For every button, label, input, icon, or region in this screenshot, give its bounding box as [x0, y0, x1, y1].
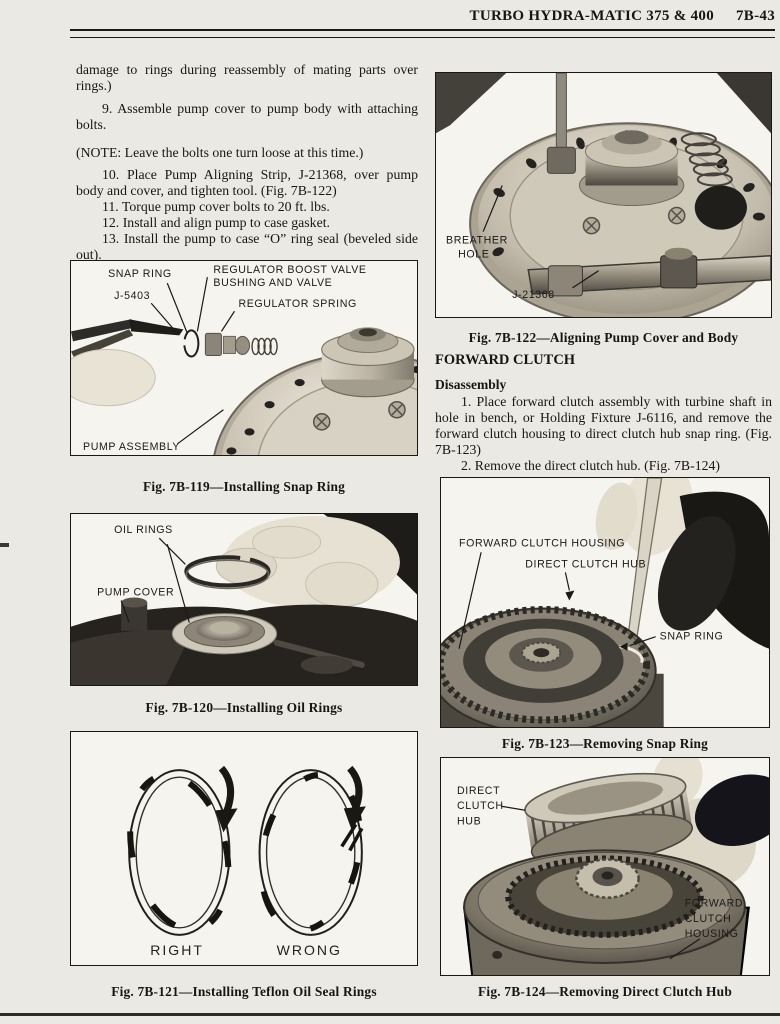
- left-column-text: damage to rings during reassembly of mat…: [76, 62, 418, 263]
- fig119-label-pump-assembly: PUMP ASSEMBLY: [83, 441, 180, 453]
- section-heading: FORWARD CLUTCH: [435, 352, 576, 368]
- pump-disc-drawing: [213, 327, 417, 455]
- fig122-label-breather-1: BREATHER: [446, 235, 508, 247]
- fig124-label-housing-1: FORWARD: [685, 898, 743, 910]
- step-9: 9. Assemble pump cover to pump body with…: [76, 101, 418, 132]
- fig122-caption: Fig. 7B-122—Aligning Pump Cover and Body: [468, 330, 739, 345]
- fig119-caption: Fig. 7B-119—Installing Snap Ring: [142, 479, 346, 494]
- fig121-caption: Fig. 7B-121—Installing Teflon Oil Seal R…: [111, 984, 377, 999]
- fig124-label-hub-2: CLUTCH: [457, 800, 504, 812]
- right-column-text: 1. Place forward clutch assembly with tu…: [435, 394, 772, 474]
- background-shadow-right: [716, 73, 771, 134]
- step-12: 12. Install and align pump to case gaske…: [102, 215, 330, 230]
- header-rule: [70, 29, 775, 38]
- forward-clutch-step-2: 2. Remove the direct clutch hub. (Fig. 7…: [461, 458, 721, 473]
- fig120-label-pump-cover: PUMP COVER: [97, 586, 174, 598]
- figure-7b-120-image: OIL RINGS PUMP COVER: [70, 513, 418, 686]
- regulator-valve-drawing: [204, 332, 278, 356]
- hand-screwdriver-drawing: [595, 478, 769, 675]
- clutch-drum-drawing: [441, 606, 664, 727]
- background-shadow-left: [436, 73, 507, 134]
- fig122-label-breather-2: HOLE: [458, 249, 489, 261]
- fig124-label-housing-2: CLUTCH: [685, 913, 732, 925]
- sub-heading: Disassembly: [435, 377, 507, 392]
- fig123-caption: Fig. 7B-123—Removing Snap Ring: [501, 736, 709, 751]
- forward-clutch-housing-drawing: [463, 849, 750, 975]
- figure-7b-124-image: DIRECT CLUTCH HUB FORWARD CLUTCH HOUSING: [440, 757, 770, 976]
- wrong-ring-drawing: [258, 765, 366, 936]
- pump-cover-drawing: [71, 597, 417, 685]
- fig123-label-snap-ring: SNAP RING: [660, 631, 724, 643]
- fig121-label-wrong: WRONG: [277, 942, 342, 958]
- fig119-label-tool: J-5403: [114, 290, 150, 302]
- fig119-label-spring: REGULATOR SPRING: [238, 298, 356, 310]
- step-11: 11. Torque pump cover bolts to 20 ft. lb…: [102, 199, 330, 214]
- scan-artifact: [0, 543, 9, 547]
- fig121-label-right: RIGHT: [150, 942, 204, 958]
- aligning-strap-drawing: [527, 247, 771, 297]
- snap-ring-pliers-drawing: [71, 319, 200, 407]
- bottom-scan-rule: [0, 1013, 780, 1016]
- figure-7b-122-image: BREATHER HOLE J-21368: [435, 72, 772, 318]
- page-title: TURBO HYDRA-MATIC 375 & 400: [469, 8, 714, 24]
- figure-7b-121-image: RIGHT WRONG: [70, 731, 418, 966]
- oil-ring-drawing: [184, 555, 271, 590]
- fig120-caption: Fig. 7B-120—Installing Oil Rings: [145, 700, 343, 715]
- paragraph-continuation: damage to rings during reassembly of mat…: [76, 62, 418, 93]
- forward-clutch-step-1: 1. Place forward clutch assembly with tu…: [435, 394, 772, 457]
- figure-7b-119-image: SNAP RING J-5403 REGULATOR BOOST VALVE B…: [70, 260, 418, 456]
- note-paragraph: (NOTE: Leave the bolts one turn loose at…: [76, 145, 364, 160]
- fig119-label-snap-ring: SNAP RING: [108, 268, 172, 280]
- hand-drawing: [215, 514, 417, 609]
- fig124-label-hub-1: DIRECT: [457, 785, 500, 797]
- fig124-caption: Fig. 7B-124—Removing Direct Clutch Hub: [478, 984, 732, 999]
- page-header: TURBO HYDRA-MATIC 375 & 400 7B-43: [70, 8, 775, 25]
- fig119-label-boost-1: REGULATOR BOOST VALVE: [213, 264, 366, 276]
- fig123-label-hub: DIRECT CLUTCH HUB: [525, 558, 646, 570]
- fig122-label-tool: J-21368: [512, 289, 555, 301]
- figure-7b-123-image: FORWARD CLUTCH HOUSING DIRECT CLUTCH HUB…: [440, 477, 770, 728]
- page-number: 7B-43: [736, 8, 775, 24]
- fig124-label-hub-3: HUB: [457, 815, 481, 827]
- fig124-label-housing-3: HOUSING: [685, 928, 739, 940]
- step-10: 10. Place Pump Aligning Strip, J-21368, …: [76, 167, 418, 198]
- fig123-label-housing: FORWARD CLUTCH HOUSING: [459, 537, 625, 549]
- fig120-label-oil-rings: OIL RINGS: [114, 524, 173, 536]
- fig119-label-boost-2: BUSHING AND VALVE: [213, 277, 332, 289]
- right-ring-drawing: [127, 765, 238, 936]
- step-13: 13. Install the pump to case “O” ring se…: [76, 231, 418, 262]
